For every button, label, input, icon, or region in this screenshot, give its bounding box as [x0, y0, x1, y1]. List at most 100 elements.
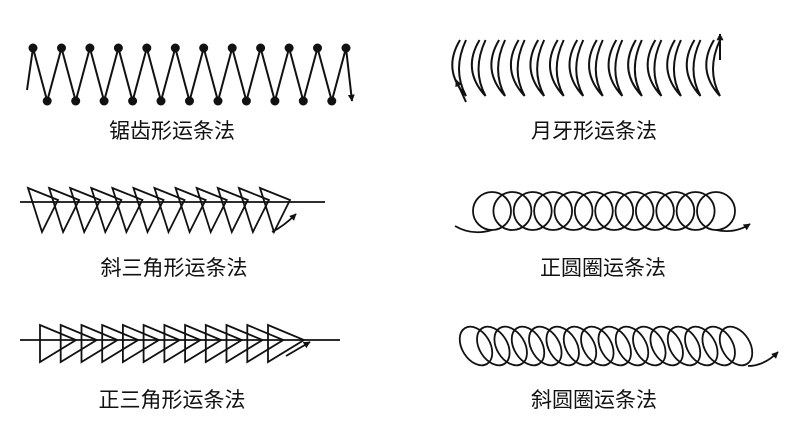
sawtooth-dot — [142, 43, 152, 53]
oblique-triangle-pattern — [20, 186, 325, 235]
sawtooth-dot — [298, 96, 308, 106]
sawtooth-dot — [170, 43, 180, 53]
circle-loop — [512, 191, 553, 231]
oblique-triangle-loop — [89, 186, 123, 235]
oblique-circle-arrow — [747, 351, 779, 367]
circle-loop — [492, 191, 533, 231]
oblique-triangle-loop — [132, 186, 165, 235]
crescent-stroke — [470, 39, 487, 97]
label-circle: 正圆圈运条法 — [540, 256, 666, 280]
circle-loop — [573, 191, 614, 231]
crescent-stroke — [451, 39, 467, 97]
crescent-stroke — [568, 39, 585, 97]
right-triangle-pattern — [20, 323, 340, 364]
circle-loop — [675, 191, 716, 231]
label-oblique-circle: 斜圆圈运条法 — [531, 388, 657, 412]
crescent-stroke — [646, 39, 663, 97]
right-triangle-loop — [225, 323, 265, 364]
sawtooth-dot — [85, 43, 95, 53]
crescent-stroke — [548, 39, 565, 97]
sawtooth-dot — [71, 96, 81, 106]
sawtooth-dot — [99, 96, 109, 106]
right-triangle-loop — [163, 323, 203, 364]
right-triangle-loop — [267, 323, 306, 364]
oblique-circle-loop — [562, 325, 598, 367]
oblique-triangle-loop — [26, 186, 60, 235]
sawtooth-dot — [313, 43, 322, 53]
oblique-triangle-loop — [68, 186, 102, 235]
oblique-triangle-loop — [153, 186, 186, 235]
right-triangle-loop — [80, 323, 120, 364]
oblique-triangle-arrow — [271, 213, 297, 233]
sawtooth-dot — [270, 96, 280, 106]
crescent-stroke — [607, 39, 624, 97]
oblique-triangle-loop — [195, 186, 228, 235]
crescent-stroke — [666, 39, 682, 97]
sawtooth-dot — [199, 43, 209, 53]
crescent-stroke — [627, 39, 643, 97]
sawtooth-dot — [128, 96, 138, 106]
right-triangle-arrow — [285, 341, 311, 357]
circle-loop-lead-in — [454, 225, 493, 234]
sawtooth-dot — [213, 96, 223, 106]
circle-loop — [533, 191, 573, 231]
oblique-circle-loop — [614, 325, 650, 367]
oblique-circle-loop — [476, 325, 511, 367]
sawtooth-dots — [28, 43, 351, 106]
right-triangle-loop — [101, 323, 141, 364]
label-oblique-triangle: 斜三角形运条法 — [100, 256, 248, 280]
sawtooth-dot — [113, 43, 123, 53]
crescent-stroke — [490, 39, 506, 97]
oblique-circle-loop — [718, 325, 754, 367]
sawtooth-dot — [341, 43, 351, 53]
oblique-triangle-loop — [258, 186, 292, 235]
label-crescent: 月牙形运条法 — [531, 119, 657, 143]
oblique-triangle-loop — [47, 186, 81, 235]
circle-loop — [472, 191, 512, 231]
right-triangle-loop — [122, 323, 161, 364]
circle-loop — [696, 191, 736, 231]
oblique-circle-loop — [510, 325, 546, 367]
crescent-stroke — [705, 39, 721, 97]
crescent-start-arrow — [455, 79, 467, 103]
oblique-triangle-loop — [237, 186, 271, 235]
crescent-pattern — [451, 33, 724, 103]
sawtooth-dot — [57, 43, 66, 53]
sawtooth-dot — [256, 43, 266, 53]
oblique-triangle-loop — [110, 186, 144, 235]
crescent-stroke — [588, 39, 604, 97]
sawtooth-dot — [185, 96, 194, 106]
oblique-circle-loop — [632, 325, 667, 367]
right-triangle-loop — [142, 323, 182, 364]
circle-loop — [635, 191, 675, 231]
crescent-stroke — [529, 39, 546, 97]
oblique-triangle-loop — [174, 186, 207, 235]
right-triangle-loop — [39, 323, 78, 364]
oblique-triangle-loop — [216, 186, 250, 235]
oblique-circle-loop — [545, 325, 580, 367]
sawtooth-dot — [327, 96, 337, 106]
sawtooth-dot — [227, 43, 237, 53]
label-sawtooth: 锯齿形运条法 — [109, 119, 235, 143]
right-triangle-loop — [59, 323, 99, 364]
sawtooth-dot — [28, 43, 38, 53]
circle-loop — [594, 191, 635, 231]
sawtooth-dot — [156, 96, 166, 106]
oblique-circle-loop — [580, 325, 615, 367]
oblique-circle-loop — [493, 325, 528, 367]
oblique-circle-loop — [666, 325, 702, 367]
sawtooth-pattern — [26, 43, 355, 106]
right-triangle-loop — [246, 323, 286, 364]
sawtooth-dot — [42, 96, 52, 106]
label-right-triangle: 正三角形运条法 — [98, 388, 246, 412]
circle-loop — [655, 191, 696, 231]
oblique-circle-pattern — [458, 325, 779, 367]
right-triangle-loop — [184, 323, 224, 364]
circle-loop-arrow — [715, 223, 751, 233]
circle-loop — [553, 191, 594, 231]
oblique-circle-loop — [701, 325, 736, 367]
crescent-stroke — [509, 39, 526, 97]
sawtooth-zigzag-line — [26, 44, 355, 105]
